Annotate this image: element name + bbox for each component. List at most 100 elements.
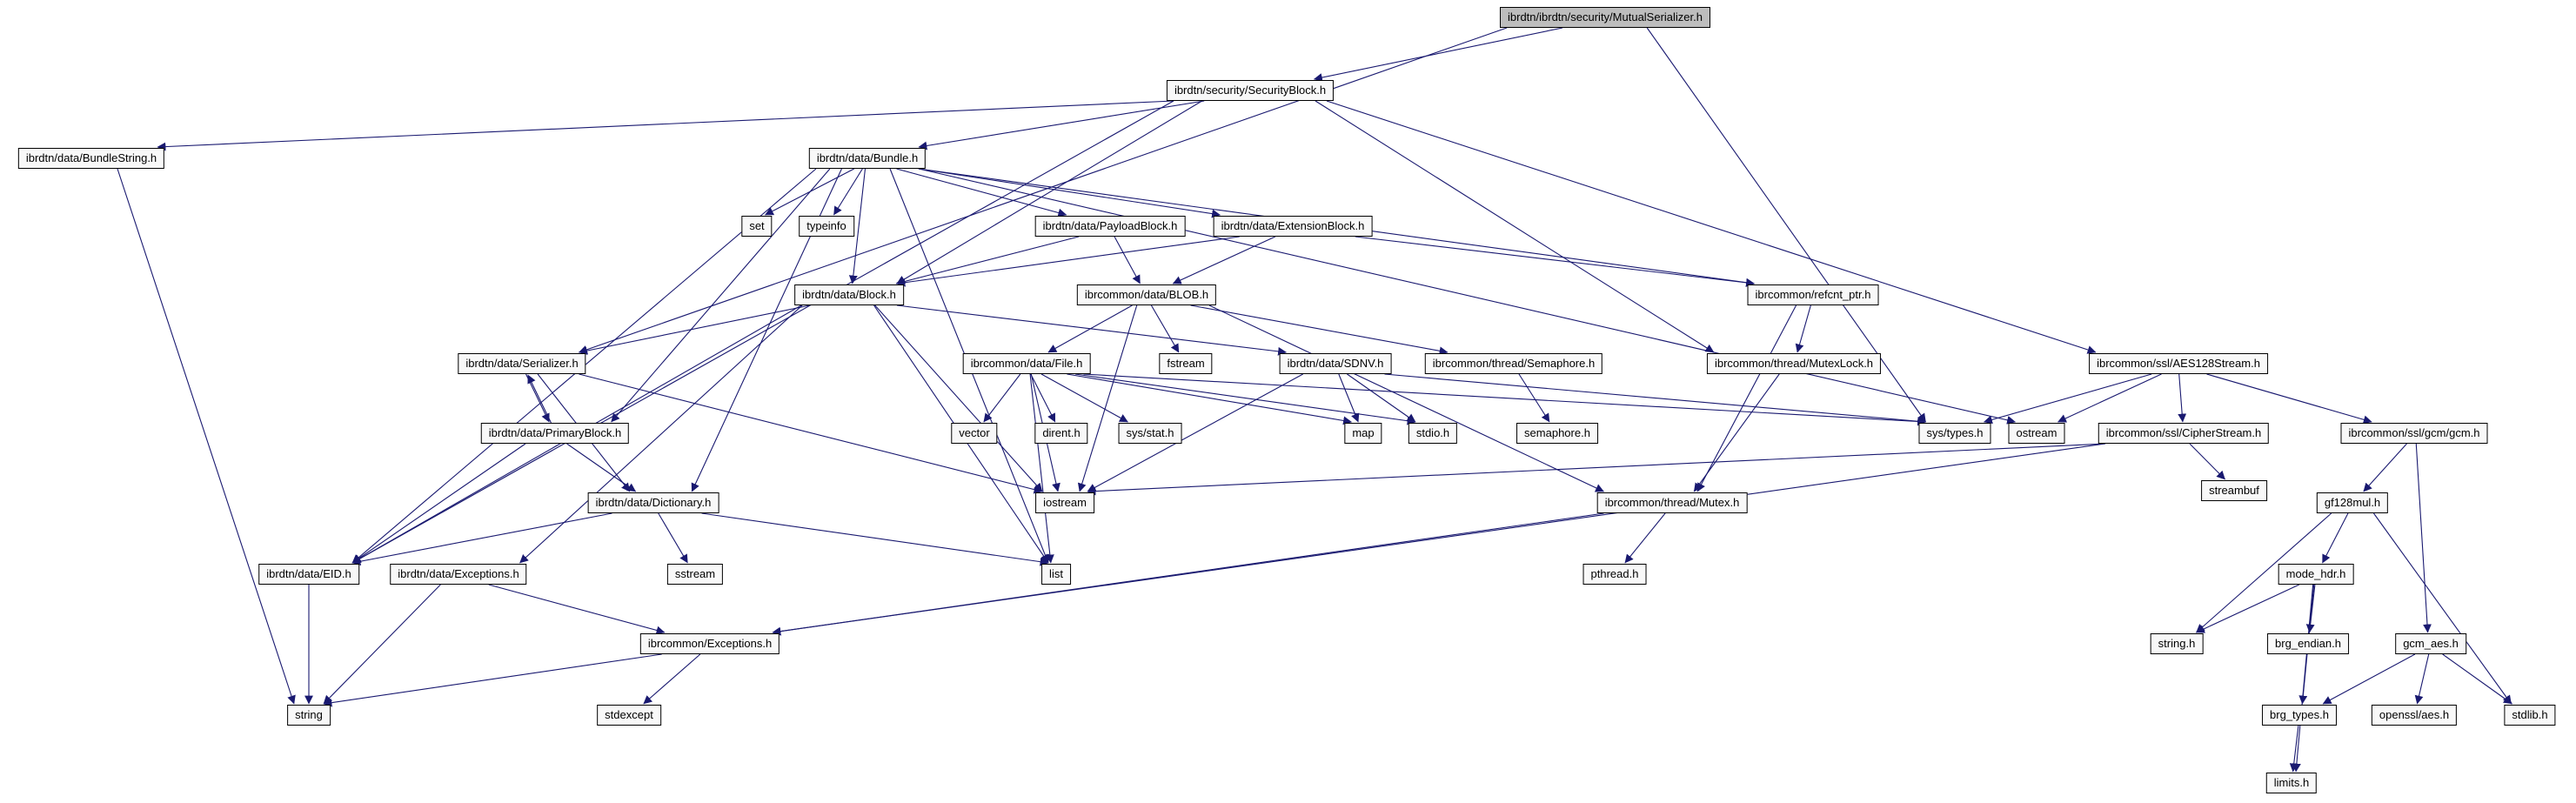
graph-node-aes128stream[interactable]: ibrcommon/ssl/AES128Stream.h xyxy=(2089,353,2268,375)
graph-node-stdio[interactable]: stdio.h xyxy=(1408,423,1458,445)
graph-edge-bundle--extension-block xyxy=(918,168,1221,218)
graph-edge-file--sys-stat xyxy=(1040,373,1128,423)
graph-node-brg-endian[interactable]: brg_endian.h xyxy=(2267,633,2349,655)
graph-node-stdexcept[interactable]: stdexcept xyxy=(597,705,661,726)
graph-edge-primary-block--dictionary xyxy=(566,443,637,492)
graph-edge-security-block--aes128stream xyxy=(1326,100,2097,354)
graph-node-serializer[interactable]: ibrdtn/data/Serializer.h xyxy=(458,353,586,375)
graph-node-block[interactable]: ibrdtn/data/Block.h xyxy=(794,284,904,306)
graph-edge-file--sys-types xyxy=(1083,373,1926,426)
graph-node-gcm[interactable]: ibrcommon/ssl/gcm/gcm.h xyxy=(2340,423,2488,445)
graph-node-gcm-aes[interactable]: gcm_aes.h xyxy=(2395,633,2466,655)
graph-edge-dictionary--eid xyxy=(351,512,612,566)
graph-node-limits[interactable]: limits.h xyxy=(2265,773,2318,794)
graph-node-sdnv[interactable]: ibrdtn/data/SDNV.h xyxy=(1279,353,1392,375)
graph-node-fstream[interactable]: fstream xyxy=(1159,353,1213,375)
graph-node-blob[interactable]: ibrcommon/data/BLOB.h xyxy=(1076,284,1217,306)
graph-edge-file--list xyxy=(1029,373,1054,564)
graph-edge-ibr-exceptions--stdexcept xyxy=(643,653,701,705)
graph-edge-semaphore-class--semaphore-sys xyxy=(1518,373,1550,423)
graph-edge-file--map xyxy=(1067,373,1352,425)
graph-node-ostream[interactable]: ostream xyxy=(2008,423,2065,445)
graph-node-stdlib[interactable]: stdlib.h xyxy=(2504,705,2556,726)
graph-edge-blob--fstream xyxy=(1150,304,1180,353)
edge-group xyxy=(117,27,2512,773)
graph-edge-security-block--mutexlock xyxy=(1315,100,1715,353)
graph-node-mutexlock[interactable]: ibrcommon/thread/MutexLock.h xyxy=(1706,353,1882,375)
graph-edge-gcm--gcm-aes xyxy=(2415,443,2432,633)
graph-node-streambuf[interactable]: streambuf xyxy=(2201,480,2267,502)
graph-edge-bundle--ostream xyxy=(918,168,2016,425)
graph-node-set[interactable]: set xyxy=(741,216,773,238)
graph-node-dictionary[interactable]: ibrdtn/data/Dictionary.h xyxy=(587,492,719,514)
graph-edge-mutual-serializer--serializer xyxy=(579,27,1508,354)
graph-node-ibr-exceptions[interactable]: ibrcommon/Exceptions.h xyxy=(639,633,780,655)
graph-edge-block--sdnv xyxy=(896,304,1287,356)
graph-edge-cipherstream--iostream xyxy=(1087,443,2106,496)
graph-edge-sdnv--sys-types xyxy=(1384,373,1926,426)
graph-node-refcnt-ptr[interactable]: ibrcommon/refcnt_ptr.h xyxy=(1747,284,1879,306)
graph-edge-bundle-string--string xyxy=(117,168,296,705)
graph-edge-blob--file xyxy=(1047,304,1133,353)
graph-node-string[interactable]: string xyxy=(287,705,331,726)
graph-edge-payload-block--block xyxy=(895,236,1080,286)
graph-edge-blob--mutex xyxy=(1208,304,1604,492)
graph-edge-aes128stream--ostream xyxy=(2057,373,2162,423)
graph-node-string-h[interactable]: string.h xyxy=(2150,633,2204,655)
graph-node-semaphore-sys[interactable]: semaphore.h xyxy=(1516,423,1598,445)
graph-node-file[interactable]: ibrcommon/data/File.h xyxy=(962,353,1091,375)
graph-node-security-block[interactable]: ibrdtn/security/SecurityBlock.h xyxy=(1166,80,1335,102)
graph-node-semaphore-class[interactable]: ibrcommon/thread/Semaphore.h xyxy=(1424,353,1603,375)
graph-node-extension-block[interactable]: ibrdtn/data/ExtensionBlock.h xyxy=(1213,216,1373,238)
graph-edge-security-block--bundle-string xyxy=(157,100,1174,151)
graph-node-bundle[interactable]: ibrdtn/data/Bundle.h xyxy=(808,148,927,170)
graph-node-gf128mul[interactable]: gf128mul.h xyxy=(2316,492,2389,514)
graph-edge-brg-types--limits xyxy=(2289,725,2299,773)
graph-node-pthread[interactable]: pthread.h xyxy=(1582,564,1647,586)
graph-edge-block--iostream xyxy=(874,304,1043,492)
graph-node-mutex[interactable]: ibrcommon/thread/Mutex.h xyxy=(1596,492,1748,514)
graph-edge-bundle--payload-block xyxy=(896,168,1067,217)
graph-node-map[interactable]: map xyxy=(1344,423,1382,445)
graph-node-typeinfo[interactable]: typeinfo xyxy=(799,216,854,238)
graph-edge-file--dirent xyxy=(1030,373,1056,423)
graph-edge-payload-block--blob xyxy=(1114,236,1141,284)
graph-node-primary-block[interactable]: ibrdtn/data/PrimaryBlock.h xyxy=(480,423,630,445)
graph-node-sstream[interactable]: sstream xyxy=(666,564,724,586)
graph-edge-file--vector xyxy=(983,373,1021,423)
graph-edge-dictionary--sstream xyxy=(658,512,688,564)
graph-node-iostream[interactable]: iostream xyxy=(1035,492,1094,514)
graph-node-vector[interactable]: vector xyxy=(951,423,998,445)
graph-edge-primary-block--eid xyxy=(351,443,526,564)
graph-edge-cipherstream--streambuf xyxy=(2189,443,2225,480)
graph-node-cipherstream[interactable]: ibrcommon/ssl/CipherStream.h xyxy=(2098,423,2270,445)
graph-edge-aes128stream--sys-types xyxy=(1984,373,2152,425)
graph-node-eid[interactable]: ibrdtn/data/EID.h xyxy=(258,564,359,586)
graph-edge-dictionary--list xyxy=(701,512,1049,566)
graph-node-sys-types[interactable]: sys/types.h xyxy=(1918,423,1991,445)
graph-node-mutual-serializer[interactable]: ibrdtn/ibrdtn/security/MutualSerializer.… xyxy=(1500,7,1710,29)
graph-edge-blob--iostream xyxy=(1077,304,1138,492)
graph-node-mode-hdr[interactable]: mode_hdr.h xyxy=(2278,564,2354,586)
graph-node-dirent[interactable]: dirent.h xyxy=(1034,423,1088,445)
graph-node-list[interactable]: list xyxy=(1041,564,1071,586)
graph-node-brg-types[interactable]: brg_types.h xyxy=(2262,705,2337,726)
graph-node-bundle-string[interactable]: ibrdtn/data/BundleString.h xyxy=(17,148,165,170)
graph-node-dtn-exceptions[interactable]: ibrdtn/data/Exceptions.h xyxy=(390,564,527,586)
graph-node-payload-block[interactable]: ibrdtn/data/PayloadBlock.h xyxy=(1034,216,1186,238)
graph-edge-primary-block--serializer xyxy=(527,374,552,424)
graph-edge-dtn-exceptions--string xyxy=(323,584,441,705)
graph-edge-gf128mul--string-h xyxy=(2196,512,2332,633)
graph-edge-serializer--iostream xyxy=(579,373,1043,494)
graph-edge-mode-hdr--string-h xyxy=(2196,584,2300,633)
graph-edge-sdnv--map xyxy=(1338,373,1360,423)
graph-edge-gcm-aes--stdlib xyxy=(2442,653,2512,705)
graph-edge-sdnv--iostream xyxy=(1087,373,1303,492)
graph-edge-aes128stream--cipherstream xyxy=(2178,373,2187,423)
graph-node-sys-stat[interactable]: sys/stat.h xyxy=(1118,423,1182,445)
graph-edge-ibr-exceptions--string xyxy=(323,653,662,707)
graph-edge-bundle--typeinfo xyxy=(833,168,863,216)
graph-edge-mutex--pthread xyxy=(1624,512,1666,564)
graph-node-openssl-aes[interactable]: openssl/aes.h xyxy=(2371,705,2458,726)
